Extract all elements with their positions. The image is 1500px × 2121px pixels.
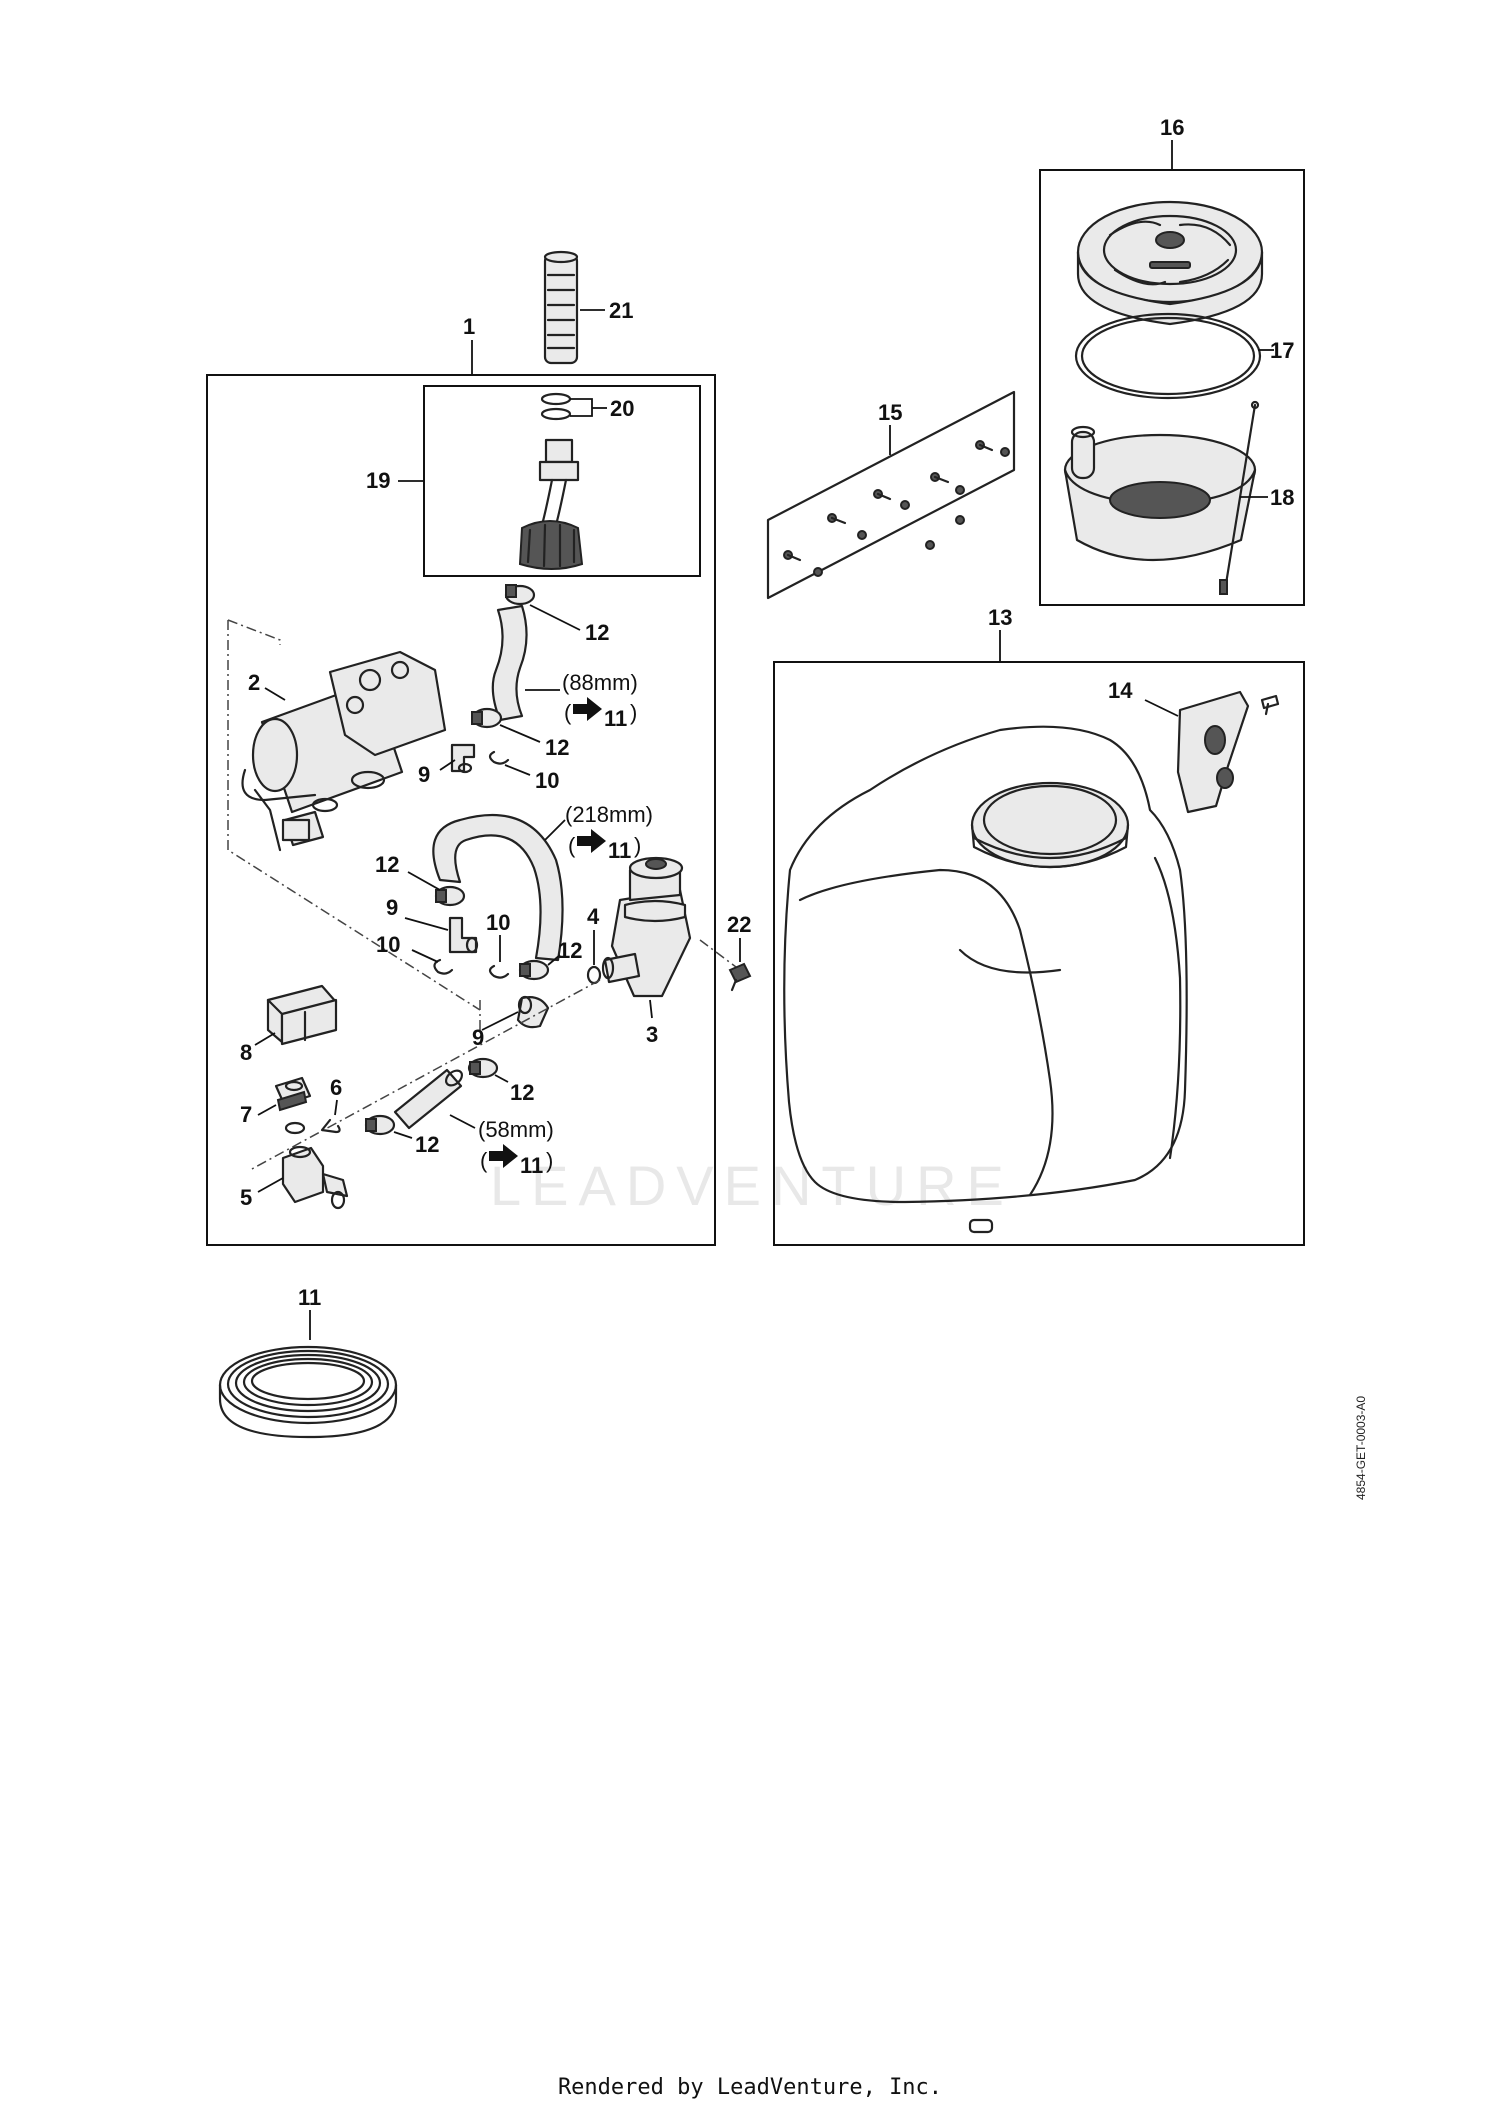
callout-3[interactable]: 3 bbox=[646, 1022, 658, 1047]
part-13-tank[interactable] bbox=[783, 725, 1188, 1234]
part-2-pump-motor[interactable] bbox=[241, 650, 447, 852]
svg-text:11: 11 bbox=[604, 706, 627, 731]
callout-12-c[interactable]: 12 bbox=[375, 852, 399, 877]
hose-58mm[interactable] bbox=[393, 1068, 465, 1130]
part-8-connector-block[interactable] bbox=[266, 984, 338, 1046]
svg-text:): ) bbox=[630, 700, 637, 725]
callout-11[interactable]: 11 bbox=[298, 1285, 321, 1310]
part-5-valve[interactable] bbox=[281, 1145, 349, 1210]
svg-text:(: ( bbox=[564, 700, 572, 725]
callout-2[interactable]: 2 bbox=[248, 670, 260, 695]
svg-text:(88mm): (88mm) bbox=[562, 670, 638, 695]
part-10-clip-upper[interactable] bbox=[488, 750, 510, 765]
callout-10-c[interactable]: 10 bbox=[486, 910, 510, 935]
callout-9-a[interactable]: 9 bbox=[418, 762, 430, 787]
part-12-clamp-top[interactable] bbox=[504, 584, 536, 606]
part-7-o-ring[interactable] bbox=[284, 1121, 306, 1135]
part-12-clamp-right[interactable] bbox=[518, 959, 550, 981]
assembly-outline bbox=[227, 619, 281, 645]
callout-6[interactable]: 6 bbox=[330, 1075, 342, 1100]
part-6-clip[interactable] bbox=[320, 1118, 341, 1134]
callout-18[interactable]: 18 bbox=[1270, 485, 1294, 510]
callout-10-b[interactable]: 10 bbox=[376, 932, 400, 957]
callout-5[interactable]: 5 bbox=[240, 1185, 252, 1210]
drawing-code: 4854-GET-0003-A0 bbox=[1354, 1396, 1368, 1500]
callout-12-a[interactable]: 12 bbox=[585, 620, 609, 645]
tank-box bbox=[773, 661, 1305, 1246]
callout-20[interactable]: 20 bbox=[610, 396, 634, 421]
callout-7[interactable]: 7 bbox=[240, 1102, 252, 1127]
part-12-clamp-lower[interactable] bbox=[467, 1057, 499, 1079]
svg-text:(: ( bbox=[480, 1148, 488, 1173]
part-7-fitting[interactable] bbox=[274, 1076, 312, 1112]
footer-credit: Rendered by LeadVenture, Inc. bbox=[557, 2075, 943, 2100]
callout-12-d[interactable]: 12 bbox=[558, 938, 582, 963]
svg-text:11: 11 bbox=[520, 1153, 543, 1178]
hose-58-note: (58mm) ( 11 ) bbox=[449, 1114, 554, 1178]
callout-12-e[interactable]: 12 bbox=[510, 1080, 534, 1105]
part-12-clamp-bottom[interactable] bbox=[364, 1114, 396, 1136]
part-12-clamp-mid[interactable] bbox=[471, 707, 503, 729]
part-3-pump-head[interactable] bbox=[601, 856, 692, 998]
callout-21[interactable]: 21 bbox=[609, 298, 633, 323]
part-12-clamp-left[interactable] bbox=[434, 885, 466, 907]
callout-9-c[interactable]: 9 bbox=[472, 1025, 484, 1050]
callout-8[interactable]: 8 bbox=[240, 1040, 252, 1065]
assembly-box-1 bbox=[206, 374, 716, 1246]
part-22-screw[interactable] bbox=[728, 962, 752, 992]
watermark: LEADVENTURE bbox=[490, 1154, 1014, 1217]
svg-text:(: ( bbox=[568, 833, 576, 858]
strainer-basket[interactable] bbox=[1063, 425, 1257, 562]
part-14-bracket[interactable] bbox=[1176, 690, 1280, 814]
hose-218-note: (218mm) ( 11 ) bbox=[544, 802, 653, 863]
callout-16[interactable]: 16 bbox=[1160, 115, 1184, 140]
part-9-fitting-mid[interactable] bbox=[448, 916, 479, 954]
part-15-screw-kit[interactable] bbox=[766, 390, 1016, 600]
callout-9-b[interactable]: 9 bbox=[386, 895, 398, 920]
hose-88-note: (88mm) ( 11 ) bbox=[525, 670, 638, 731]
callout-12-b[interactable]: 12 bbox=[545, 735, 569, 760]
callout-14[interactable]: 14 bbox=[1108, 678, 1133, 703]
part-17-seal[interactable] bbox=[1074, 312, 1262, 400]
callout-13[interactable]: 13 bbox=[988, 605, 1012, 630]
svg-text:): ) bbox=[634, 833, 641, 858]
svg-text:): ) bbox=[546, 1148, 553, 1173]
callout-1[interactable]: 1 bbox=[463, 314, 475, 339]
callout-10-a[interactable]: 10 bbox=[535, 768, 559, 793]
svg-text:(218mm): (218mm) bbox=[565, 802, 653, 827]
hose-88mm[interactable] bbox=[491, 604, 528, 722]
callout-22[interactable]: 22 bbox=[727, 912, 751, 937]
svg-text:(58mm): (58mm) bbox=[478, 1117, 554, 1142]
callout-4[interactable]: 4 bbox=[587, 904, 600, 929]
part-16-cap[interactable] bbox=[1076, 200, 1264, 326]
callout-19[interactable]: 19 bbox=[366, 468, 390, 493]
callout-17[interactable]: 17 bbox=[1270, 338, 1294, 363]
part-10-clip-right[interactable] bbox=[488, 964, 510, 979]
part-9-fitting-upper[interactable] bbox=[450, 743, 476, 774]
hose-218mm[interactable] bbox=[432, 813, 564, 962]
part-10-clip-left[interactable] bbox=[433, 958, 454, 975]
part-20-o-rings[interactable] bbox=[540, 392, 572, 421]
part-21-tube[interactable] bbox=[543, 250, 579, 365]
part-11-hose-coil[interactable] bbox=[218, 1345, 398, 1439]
callout-12-f[interactable]: 12 bbox=[415, 1132, 439, 1157]
svg-text:11: 11 bbox=[608, 838, 631, 863]
callout-15[interactable]: 15 bbox=[878, 400, 902, 425]
part-19-connector[interactable] bbox=[518, 438, 584, 570]
